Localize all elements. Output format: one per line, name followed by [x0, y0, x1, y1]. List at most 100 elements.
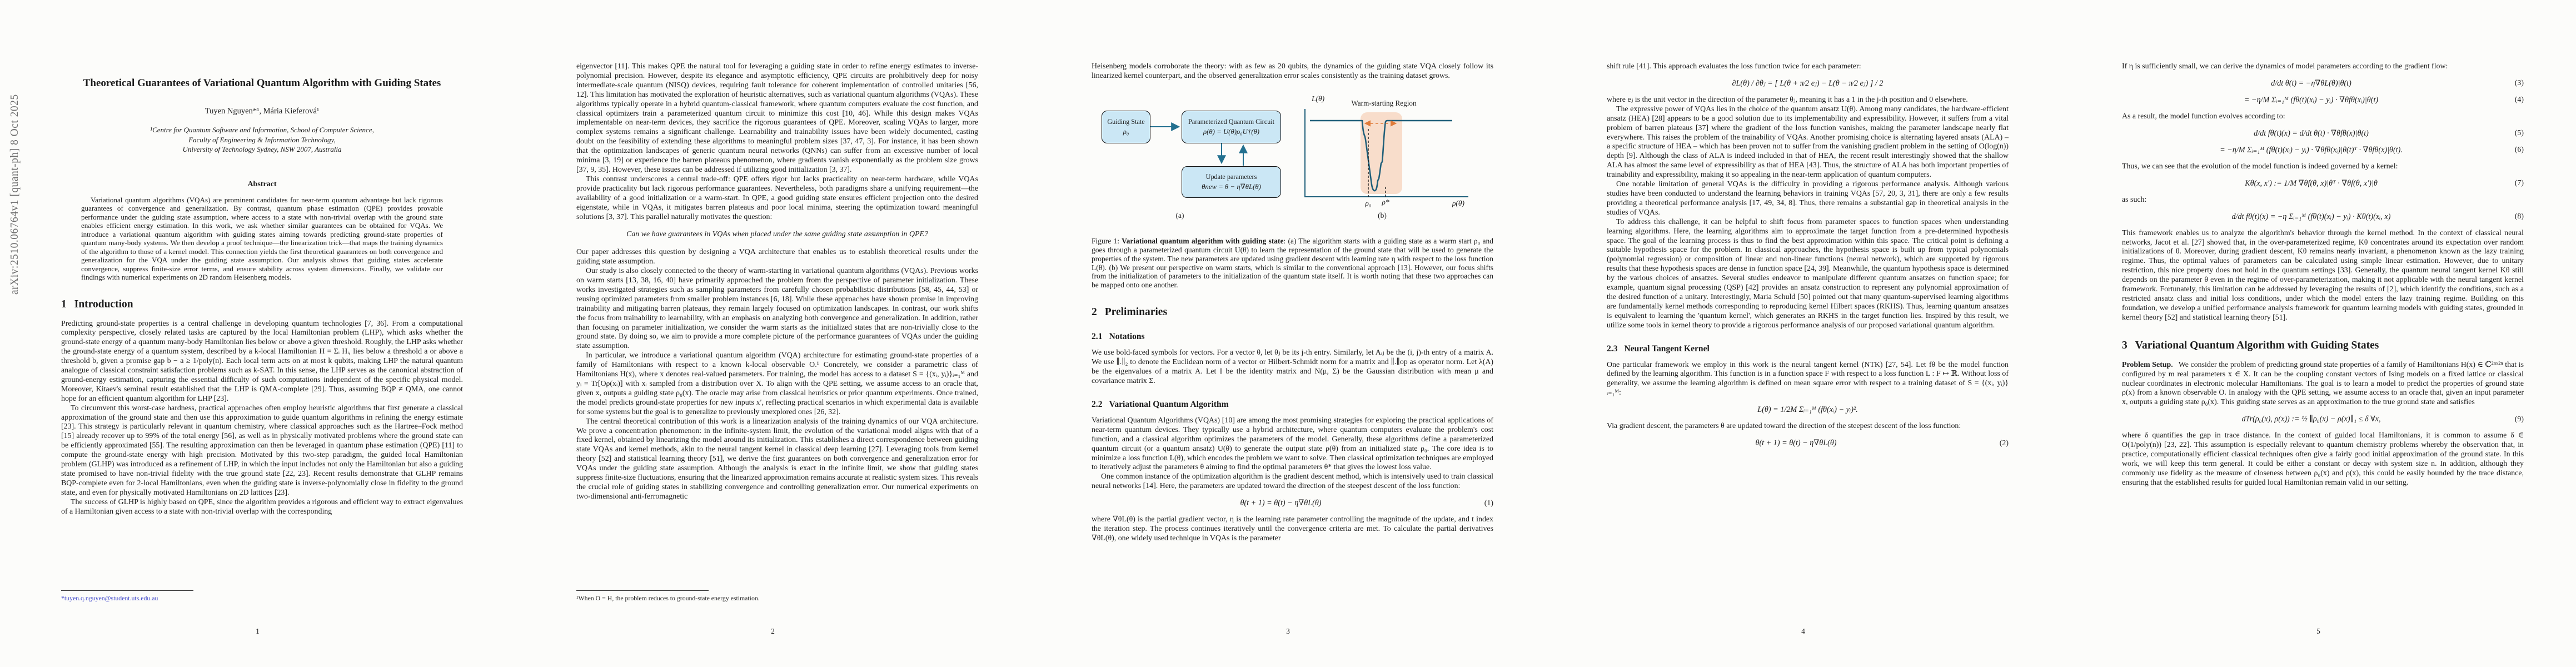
section-2-1-number: 2.1 — [1092, 332, 1103, 342]
equation-2-body: θ(t + 1) = θ(t) − η∇θL(θ) — [1755, 439, 1837, 448]
author-email-link[interactable]: *tuyen.q.nguyen@student.uts.edu.au — [61, 594, 158, 602]
equation-mse-body: L(θ) = 1/2M Σᵢ₌₁ᴹ (fθ(xᵢ) − yᵢ)². — [1757, 405, 1858, 415]
section-3-heading: 3 Variational Quantum Algorithm with Guid… — [2122, 340, 2524, 352]
equation-1-body: θ(t + 1) = θ(t) − η∇θL(θ) — [1240, 499, 1322, 508]
warm-starting-region-label: Warm-starting Region — [1351, 98, 1417, 107]
abstract-heading: Abstract — [247, 180, 277, 188]
section-1-title: Introduction — [74, 298, 133, 310]
paragraph: This framework enables us to analyze the… — [2122, 228, 2524, 322]
paragraph: The success of GLHP is highly based on Q… — [61, 497, 463, 516]
page-number-4: 4 — [1801, 627, 1805, 635]
page-2: eigenvector [11]. This makes QPE the nat… — [515, 0, 1030, 667]
problem-setup-text: We consider the problem of predicting gr… — [2122, 360, 2524, 407]
x-tick-rhostar: ρ* — [1382, 197, 1389, 206]
page-number-1: 1 — [256, 627, 260, 635]
section-1-number: 1 — [61, 298, 67, 310]
affiliation-line-2: Faculty of Engineering & Information Tec… — [188, 135, 336, 144]
section-2-1-heading: 2.1 Notations — [1092, 332, 1493, 342]
paragraph: To address this challenge, it can be hel… — [1607, 217, 2009, 330]
y-axis-label: L(θ) — [1312, 94, 1325, 103]
caption-title: Variational quantum algorithm with guidi… — [1122, 236, 1284, 245]
footnote-rule — [61, 590, 193, 591]
paragraph: In particular, we introduce a variationa… — [576, 351, 978, 416]
paragraph: One common instance of the optimization … — [1092, 472, 1493, 491]
paragraph: One notable limitation of general VQAs i… — [1607, 180, 2009, 217]
paragraph: Predicting ground-state properties is a … — [61, 319, 463, 403]
section-2-1-title: Notations — [1109, 332, 1145, 342]
warm-starting-region — [1361, 112, 1402, 194]
equation-1: θ(t + 1) = θ(t) − η∇θL(θ) (1) — [1092, 499, 1493, 508]
section-2-3-title: Neural Tangent Kernel — [1624, 344, 1710, 354]
affiliation-line-1: ¹Centre for Quantum Software and Informa… — [150, 126, 374, 134]
equation-shift-rule-body: ∂L(θ) / ∂θⱼ = [ L(θ + π⁄2 eⱼ) − L(θ − π⁄… — [1732, 78, 1884, 88]
section-3-title: Variational Quantum Algorithm with Guidi… — [2135, 339, 2379, 351]
paragraph: The expressive power of VQAs lies in the… — [1607, 104, 2009, 180]
paragraph: Our paper addresses this question by des… — [576, 248, 978, 266]
equation-6-number: (6) — [2514, 146, 2524, 155]
section-3-number: 3 — [2122, 339, 2127, 351]
caption-prefix: Figure 1: — [1092, 236, 1122, 245]
affiliation-line-3: University of Technology Sydney, NSW 200… — [182, 145, 342, 153]
flow-box-guiding-state: Guiding State ρ₀ — [1102, 110, 1150, 143]
section-2-2-title: Variational Quantum Algorithm — [1109, 399, 1229, 409]
equation-4-number: (4) — [2514, 96, 2524, 104]
equation-shift-rule: ∂L(θ) / ∂θⱼ = [ L(θ + π⁄2 eⱼ) − L(θ − π⁄… — [1607, 79, 2009, 88]
update-equation: θnew = θ − η∇θL(θ) — [1202, 182, 1261, 191]
affiliation: ¹Centre for Quantum Software and Informa… — [61, 125, 463, 155]
paragraph: We use bold-faced symbols for vectors. F… — [1092, 349, 1493, 385]
equation-3: d/dt θ(t) = −η∇θL(θ)|θ(t) (3) — [2122, 79, 2524, 88]
page-1: arXiv:2510.06764v1 [quant-ph] 8 Oct 2025… — [0, 0, 515, 667]
section-2-heading: 2 Preliminaries — [1092, 306, 1493, 318]
footnote-block: *tuyen.q.nguyen@student.uts.edu.au — [61, 590, 463, 602]
paper-title: Theoretical Guarantees of Variational Qu… — [83, 77, 441, 89]
subfigure-b-label: (b) — [1378, 211, 1387, 220]
equation-8-body: d/dt fθ(t)(x) = −η Σᵢ₌₁ᴹ (fθ(t)(xᵢ) − yᵢ… — [2231, 212, 2391, 221]
paragraph: One particular framework we employ in th… — [1607, 360, 2009, 397]
paragraph: If η is sufficiently small, we can deriv… — [2122, 62, 2448, 71]
circuit-label: Parameterized Quantum Circuit — [1188, 117, 1274, 126]
x-axis-label: ρ(θ) — [1452, 198, 1465, 207]
x-tick-rho0: ρ₀ — [1365, 198, 1372, 207]
paragraph: where eⱼ is the unit vector in the direc… — [1607, 95, 1968, 104]
footnote-rule — [576, 590, 709, 591]
page-3: Heisenberg models corroborate the theory… — [1030, 0, 1546, 667]
section-2-3-number: 2.3 — [1607, 344, 1618, 354]
section-2-number: 2 — [1092, 306, 1097, 318]
equation-2: θ(t + 1) = θ(t) − η∇θL(θ) (2) — [1607, 439, 2009, 448]
paragraph: As a result, the model function evolves … — [2122, 112, 2285, 121]
paragraph: Our study is also closely connected to t… — [576, 267, 978, 351]
paragraph: shift rule [41]. This approach evaluates… — [1607, 62, 1861, 71]
equation-5: d/dt fθ(t)(x) = d/dt θ(t) · ∇θfθ(x)|θ(t)… — [2122, 129, 2524, 138]
problem-setup-paragraph: Problem Setup.We consider the problem of… — [2122, 361, 2524, 408]
paragraph: Variational Quantum Algorithms (VQAs) [1… — [1092, 416, 1493, 472]
equation-4: = −η/M Σᵢ₌₁ᴹ (fθ(t)(xᵢ) − yᵢ) · ∇θfθ(xᵢ)… — [2122, 96, 2524, 105]
paragraph: where δ quantifies the gap in trace dist… — [2122, 431, 2524, 487]
motivating-question: Can we have guarantees in VQAs when plac… — [626, 230, 928, 239]
paragraph: This contrast underscores a central trad… — [576, 175, 978, 221]
page-number-2: 2 — [771, 627, 775, 635]
equation-9-body: dTr(ρ₀(x), ρ(x)) := ½ ∥ρ₀(x) − ρ(x)∥₁ ≤ … — [2241, 415, 2381, 424]
equation-6-body: = −η/M Σᵢ₌₁ᴹ (fθ(t)(xᵢ) − yᵢ) · ∇θfθ(xᵢ)… — [2220, 145, 2403, 155]
problem-setup-lead: Problem Setup. — [2122, 360, 2173, 369]
paragraph: eigenvector [11]. This makes QPE the nat… — [576, 62, 978, 174]
equation-6: = −η/M Σᵢ₌₁ᴹ (fθ(t)(xᵢ) − yᵢ) · ∇θfθ(xᵢ)… — [2122, 146, 2524, 155]
equation-4-body: = −η/M Σᵢ₌₁ᴹ (fθ(t)(xᵢ) − yᵢ) · ∇θfθ(xᵢ)… — [2244, 95, 2379, 104]
page-5: If η is sufficiently small, we can deriv… — [2061, 0, 2576, 667]
equation-8-number: (8) — [2514, 212, 2524, 221]
guiding-state-symbol: ρ₀ — [1123, 127, 1129, 136]
equation-7: Kθ(x, x′) := 1/M ∇θf(θ, x)|θᵀ · ∇θf(θ, x… — [2122, 179, 2524, 188]
section-2-title: Preliminaries — [1104, 306, 1168, 318]
equation-2-number: (2) — [1999, 439, 2009, 447]
figure-1: Guiding State ρ₀ Parameterized Quantum C… — [1092, 94, 1493, 228]
equation-9: dTr(ρ₀(x), ρ(x)) := ½ ∥ρ₀(x) − ρ(x)∥₁ ≤ … — [2122, 415, 2524, 424]
authors: Tuyen Nguyen*¹, Mária Kieferová¹ — [205, 107, 320, 116]
footnote-text: ¹When O = H, the problem reduces to grou… — [576, 594, 760, 602]
guiding-state-label: Guiding State — [1107, 117, 1145, 126]
figure-graphics — [1149, 108, 1468, 197]
flow-box-parameterized-circuit: Parameterized Quantum Circuit ρ(θ) = U(θ… — [1182, 110, 1281, 143]
equation-3-number: (3) — [2514, 79, 2524, 88]
paragraph: where ∇θL(θ) is the partial gradient vec… — [1092, 515, 1493, 542]
equation-5-number: (5) — [2514, 129, 2524, 138]
